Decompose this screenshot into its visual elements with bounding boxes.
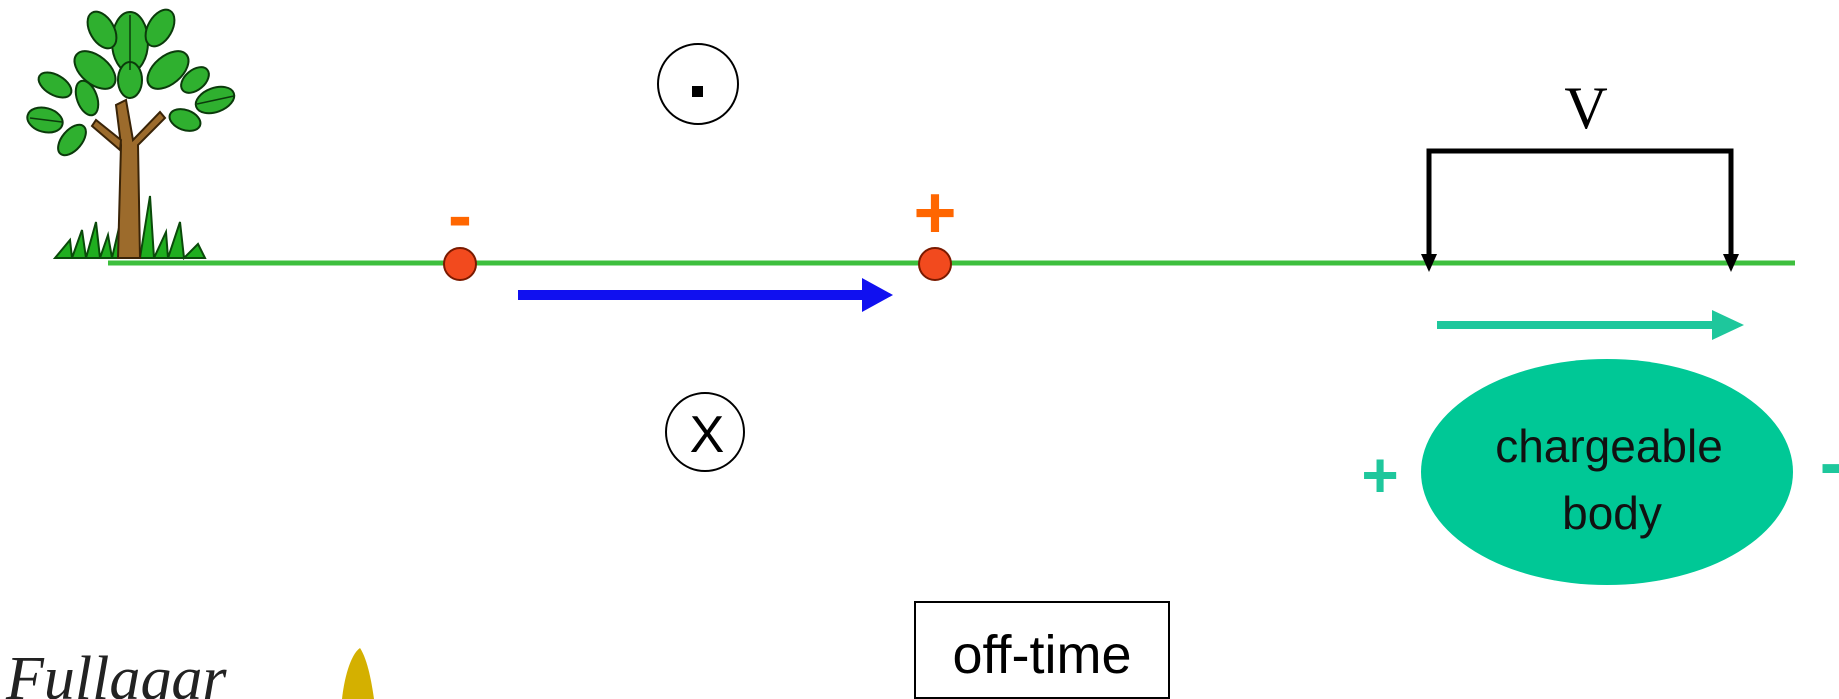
voltmeter-label: V <box>1564 75 1607 141</box>
chargeable-body-label-line2: body <box>1562 487 1662 539</box>
chargeable-body-label-line1: chargeable <box>1495 420 1723 472</box>
circle-dot-icon: · <box>0 0 739 125</box>
positive-charge: + <box>913 171 957 281</box>
logo: Fullagar <box>5 645 374 699</box>
body-plus-sign: + <box>1361 439 1398 511</box>
flame-icon <box>342 648 374 699</box>
body-minus-sign: - <box>1820 421 1839 504</box>
tree-icon <box>26 8 236 261</box>
logo-text: Fullagar <box>5 645 227 699</box>
negative-charge: - <box>443 176 477 281</box>
chargeable-body: chargeable body + - <box>1361 359 1839 585</box>
field-out-symbol: · <box>0 0 1 1</box>
field-in-symbol: X <box>690 406 725 464</box>
voltmeter: V <box>1421 75 1739 272</box>
circle-x-icon: X <box>665 392 745 472</box>
positive-charge-sign: + <box>913 171 956 254</box>
off-time-box: off-time <box>914 601 1170 699</box>
off-time-label: off-time <box>952 625 1131 685</box>
negative-charge-sign: - <box>448 176 472 256</box>
body-arrow <box>1437 310 1744 340</box>
current-arrow <box>518 278 893 312</box>
